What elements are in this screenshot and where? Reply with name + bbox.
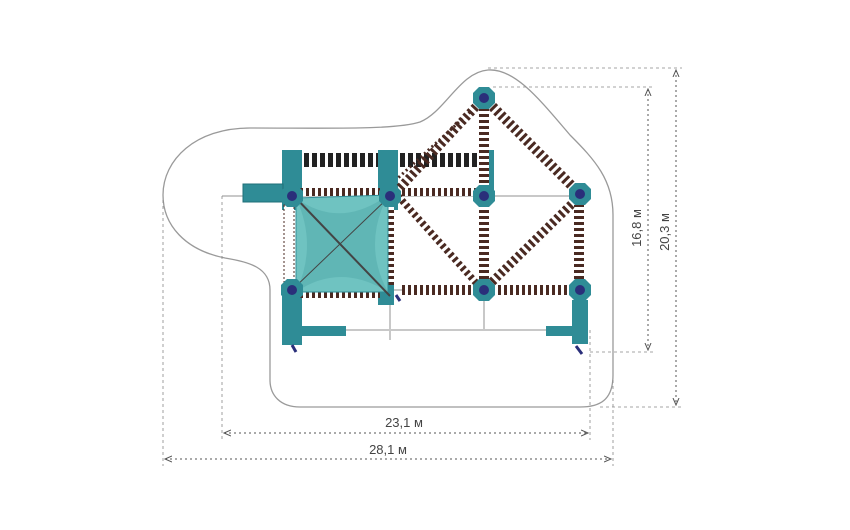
ladder-bottom-right bbox=[494, 285, 570, 295]
octagon-post-icon bbox=[281, 185, 303, 207]
ladder-top-mid bbox=[300, 188, 380, 196]
octagon-post-icon bbox=[473, 87, 495, 109]
left-tower bbox=[242, 150, 588, 345]
frame-rails bbox=[222, 195, 580, 340]
dim-label-inner-width: 23,1 м bbox=[385, 415, 423, 430]
climbing-net-icon bbox=[291, 193, 391, 297]
posts bbox=[281, 87, 591, 301]
dim-label-inner-height: 16,8 м bbox=[629, 209, 644, 247]
octagon-post-icon bbox=[473, 185, 495, 207]
ladder-bottom-mid bbox=[402, 285, 476, 295]
octagon-post-icon bbox=[473, 279, 495, 301]
diagonal-ladders bbox=[394, 94, 584, 288]
support-legs bbox=[290, 294, 584, 355]
ladder-v-center bbox=[479, 205, 489, 285]
octagon-post-icon bbox=[281, 279, 303, 301]
ladder-v-right bbox=[574, 205, 584, 285]
ladder-mid-right bbox=[400, 188, 478, 196]
ladder-v-top bbox=[479, 108, 489, 188]
octagon-post-icon bbox=[569, 279, 591, 301]
octagon-post-icon bbox=[569, 183, 591, 205]
ladder-v-left bbox=[384, 205, 394, 285]
octagon-post-icon bbox=[379, 185, 401, 207]
dim-label-outer-width: 28,1 м bbox=[369, 442, 407, 457]
ladder-bottom-left bbox=[300, 288, 380, 298]
safety-zone-boundary bbox=[162, 69, 614, 408]
top-bridge-left bbox=[302, 153, 378, 167]
dim-label-outer-height: 20,3 м bbox=[657, 213, 672, 251]
dimension-lines bbox=[165, 70, 676, 459]
top-bridge-right bbox=[398, 153, 480, 167]
extension-lines bbox=[162, 67, 682, 466]
